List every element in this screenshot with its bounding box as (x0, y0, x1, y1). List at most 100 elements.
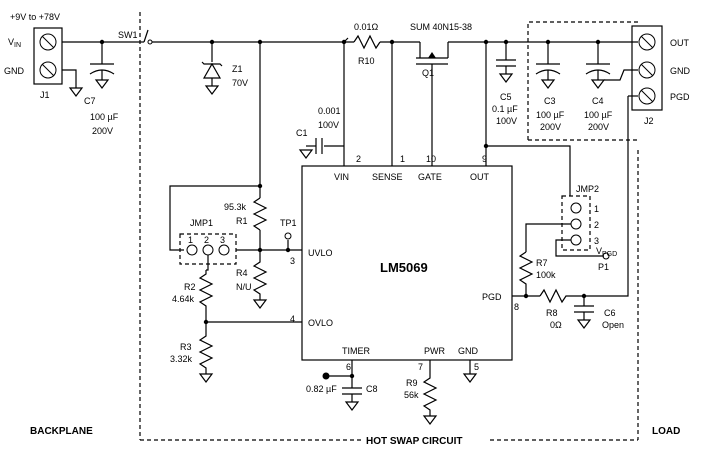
hot-swap-label: HOT SWAP CIRCUIT (366, 436, 462, 447)
pin-vin-number: 2 (356, 154, 361, 164)
pin-gate-label: GATE (418, 172, 442, 182)
r3-value: 3.32k (170, 354, 193, 364)
c5-capacitor (496, 42, 516, 83)
q1-mosfet (416, 42, 449, 166)
c5-voltage: 100V (496, 116, 517, 126)
jmp2-pin-3: 3 (594, 236, 599, 246)
r9-ref: R9 (406, 378, 418, 388)
j1-connector (33, 27, 63, 85)
r1-value: 95.3k (224, 202, 247, 212)
r2-value: 4.64k (172, 294, 195, 304)
c5-ref: C5 (500, 92, 512, 102)
load-label: LOAD (652, 426, 680, 437)
pin-pwr-number: 7 (418, 362, 423, 372)
r7-value: 100k (536, 270, 556, 280)
pin-gnd-label: GND (458, 346, 479, 356)
r8-value: 0Ω (550, 320, 562, 330)
pin-pgd-number: 8 (514, 302, 519, 312)
c3-voltage: 200V (540, 122, 561, 132)
c1-value: 0.001 (318, 106, 341, 116)
r4-value: N/U (236, 282, 252, 292)
pin-gate-number: 10 (426, 154, 436, 164)
region-dividers (139, 12, 639, 441)
gnd-output-label: GND (670, 66, 691, 76)
c8-value: 0.82 µF (306, 384, 337, 394)
backplane-label: BACKPLANE (30, 426, 93, 437)
pin-gnd-number: 5 (474, 362, 479, 372)
pin-pwr-label: PWR (424, 346, 445, 356)
r7-resistor (518, 251, 534, 296)
r8-resistor (539, 288, 574, 304)
pin-timer-label: TIMER (342, 346, 370, 356)
r2-ref: R2 (184, 282, 196, 292)
j1-label: J1 (40, 90, 50, 100)
pin-uvlo-label: UVLO (308, 248, 333, 258)
pin-ovlo-label: OVLO (308, 318, 333, 328)
c3-ref: C3 (544, 96, 556, 106)
c8-ref: C8 (366, 384, 378, 394)
z1-zener (201, 42, 223, 95)
pin-ovlo-number: 4 (290, 314, 295, 324)
jmp1-pin-1: 1 (188, 235, 193, 245)
vin-label: VIN (8, 37, 21, 49)
j2-label: J2 (644, 116, 654, 126)
c6-value: Open (602, 320, 624, 330)
c1-capacitor (298, 138, 323, 159)
pin-sense-label: SENSE (372, 172, 403, 182)
pin-timer-number: 6 (346, 362, 351, 372)
gnd-input-label: GND (4, 66, 25, 76)
c1-voltage: 100V (318, 120, 339, 130)
r2-resistor (198, 270, 214, 322)
pin-vin-label: VIN (334, 172, 349, 182)
q1-part: SUM 40N15-38 (410, 22, 472, 32)
jmp2-ref: JMP2 (576, 184, 599, 194)
r3-ref: R3 (180, 342, 192, 352)
c4-value: 100 µF (584, 110, 613, 120)
jmp1-ref: JMP1 (190, 218, 213, 228)
input-range-label: +9V to +78V (10, 12, 60, 22)
p1-label: P1 (598, 262, 609, 272)
c5-value: 0.1 µF (492, 104, 518, 114)
pin-pgd-label: PGD (482, 292, 502, 302)
pgd-output-label: PGD (670, 92, 690, 102)
jmp1-pin-3: 3 (220, 235, 225, 245)
jmp1-pin-2: 2 (204, 235, 209, 245)
vpgd-label: VPGD (596, 246, 617, 258)
c7-voltage: 200V (92, 126, 113, 136)
out-label: OUT (670, 38, 690, 48)
r10-value: 0.01Ω (354, 22, 379, 32)
c3-capacitor (535, 42, 561, 89)
pin-out-number: 9 (482, 154, 487, 164)
r1-ref: R1 (236, 216, 248, 226)
r10-ref: R10 (358, 56, 375, 66)
jmp2-pin-1: 1 (594, 204, 599, 214)
tp1-label: TP1 (280, 218, 297, 228)
r1-resistor (252, 197, 268, 231)
c7-ref: C7 (84, 96, 96, 106)
sw1-switch (140, 29, 354, 45)
jmp2-jumper (561, 195, 591, 251)
ic-name: LM5069 (380, 260, 428, 275)
pin-sense-number: 1 (400, 154, 405, 164)
c4-ref: C4 (592, 96, 604, 106)
c8-capacitor (342, 387, 362, 411)
lm5069-ic (301, 165, 513, 361)
c3-value: 100 µF (536, 110, 565, 120)
r9-resistor (422, 360, 438, 425)
c6-ref: C6 (604, 308, 616, 318)
j2-connector (631, 25, 663, 111)
c7-capacitor (89, 63, 115, 89)
r9-value: 56k (404, 390, 419, 400)
pin-out-label: OUT (470, 172, 490, 182)
r4-resistor (252, 250, 268, 309)
c6-capacitor (574, 296, 594, 329)
c1-ref: C1 (296, 128, 308, 138)
c4-capacitor (585, 42, 611, 89)
c7-value: 100 µF (90, 112, 119, 122)
z1-ref: Z1 (232, 64, 243, 74)
c4-voltage: 200V (588, 122, 609, 132)
z1-value: 70V (232, 78, 248, 88)
r7-ref: R7 (536, 258, 548, 268)
pin-uvlo-number: 3 (290, 256, 295, 266)
